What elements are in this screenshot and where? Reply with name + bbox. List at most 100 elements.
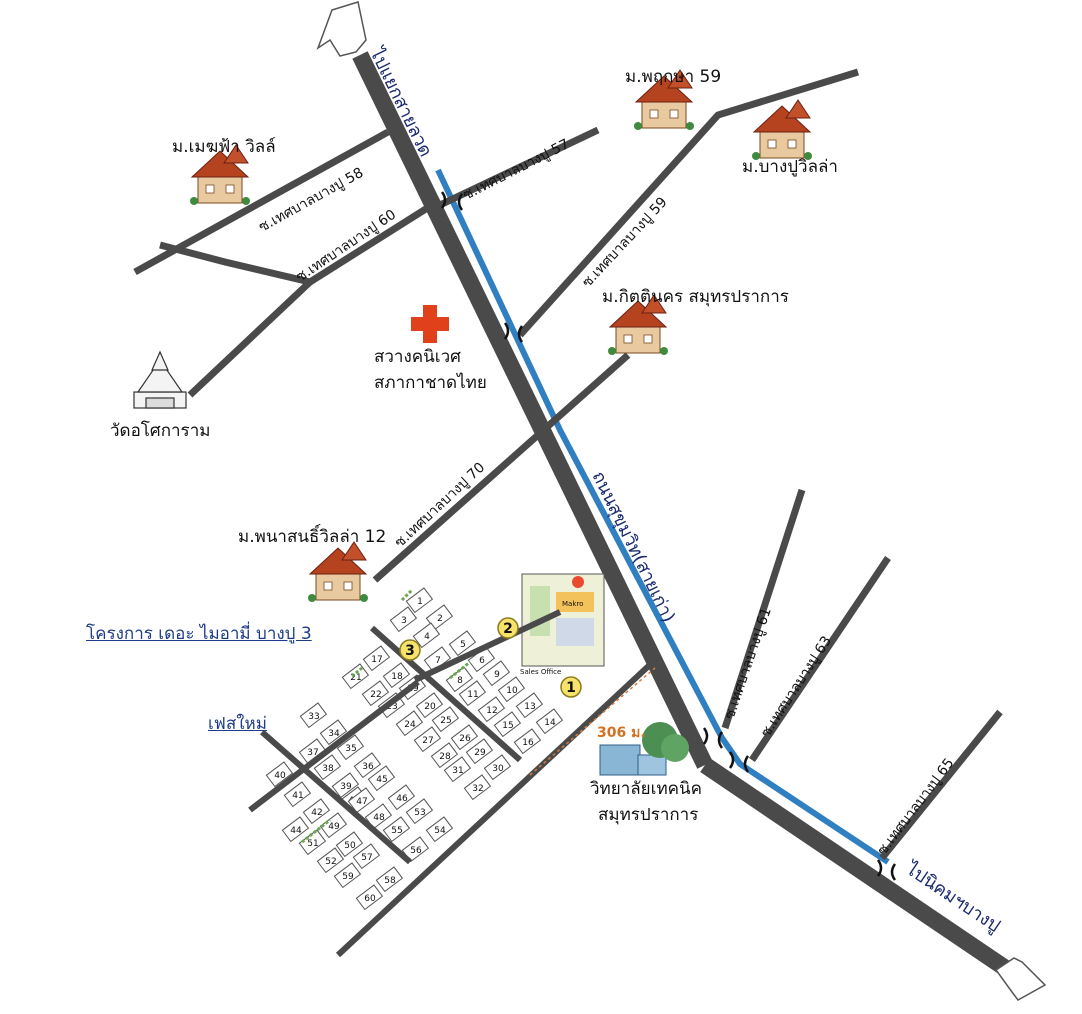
hospital-cross-icon [411,305,449,343]
plot-1[interactable]: 1 [405,587,434,614]
hospital-label-line2: สภากาชาดไทย [374,372,487,393]
plot-40[interactable]: 40 [265,761,294,788]
landmark-bangpu-villa-label: ม.บางปูวิลล่า [742,157,838,177]
plot-number: 54 [434,826,446,836]
plot-47[interactable]: 47 [347,787,376,814]
svg-text:2: 2 [503,621,513,637]
soi-59-label: ซ.เทศบาลบางปู 59 [579,194,670,290]
plot-number: 30 [492,764,504,774]
plot-29[interactable]: 29 [465,738,494,765]
plot-number: 18 [391,672,403,682]
plot-number: 5 [460,640,466,650]
plot-9[interactable]: 9 [482,660,511,687]
plot-42[interactable]: 42 [302,798,331,825]
plot-number: 53 [414,808,425,818]
plot-14[interactable]: 14 [535,708,564,735]
plot-21[interactable]: 21 [341,663,370,690]
plot-number: 26 [459,734,471,744]
plot-11[interactable]: 11 [458,680,487,707]
plot-number: 15 [502,721,513,731]
plot-number: 4 [424,632,430,642]
plot-39[interactable]: 39 [331,772,360,799]
college-label-line2: สมุทรปราการ [598,805,698,825]
plot-number: 38 [322,764,334,774]
marker-2[interactable]: 2 [497,617,519,639]
plot-number: 51 [307,839,318,849]
plot-22[interactable]: 22 [361,680,390,707]
plot-55[interactable]: 55 [382,816,411,843]
plot-number: 8 [457,676,463,686]
plot-25[interactable]: 25 [431,706,460,733]
soi-61-label: ซ.เทศบาลบางปู 61 [722,606,775,722]
marker-3[interactable]: 3 [399,639,421,661]
plot-24[interactable]: 24 [395,710,424,737]
plot-number: 6 [479,656,485,666]
plot-15[interactable]: 15 [493,711,522,738]
plot-number: 45 [376,775,387,785]
plot-51[interactable]: 51 [298,829,327,856]
plot-5[interactable]: 5 [448,630,477,657]
plot-3[interactable]: 3 [389,606,418,633]
marker-1[interactable]: 1 [560,676,582,698]
landmark-pruksa-label: ม.พฤกษา 59 [625,67,721,87]
plot-18[interactable]: 18 [382,662,411,689]
plot-10[interactable]: 10 [497,676,526,703]
plot-number: 39 [340,782,352,792]
plot-4[interactable]: 4 [412,622,441,649]
plot-13[interactable]: 13 [515,692,544,719]
plot-60[interactable]: 60 [355,884,384,911]
plot-32[interactable]: 32 [463,774,492,801]
plot-46[interactable]: 46 [387,784,416,811]
plot-41[interactable]: 41 [283,781,312,808]
plot-number: 12 [486,706,497,716]
house-icon [751,99,813,161]
plot-number: 1 [417,597,423,607]
plot-33[interactable]: 33 [299,702,328,729]
plot-number: 32 [472,784,483,794]
plot-17[interactable]: 17 [362,645,391,672]
soi-57-road [438,126,600,209]
plot-36[interactable]: 36 [353,752,382,779]
plot-44[interactable]: 44 [281,816,310,843]
plot-number: 17 [371,655,382,665]
plot-28[interactable]: 28 [430,742,459,769]
arrow-south-icon [994,957,1047,1001]
plot-30[interactable]: 30 [483,754,512,781]
plot-number: 33 [308,712,319,722]
arrow-north-icon [316,1,367,57]
plot-50[interactable]: 50 [335,831,364,858]
plot-57[interactable]: 57 [352,843,381,870]
house-icon [307,541,369,603]
plot-59[interactable]: 59 [333,862,362,889]
landmark-kittinakorn-label: ม.กิตตินคร สมุทรปราการ [602,287,789,307]
plot-number: 3 [401,616,407,626]
plot-45[interactable]: 45 [367,765,396,792]
plot-53[interactable]: 53 [405,798,434,825]
soi-61-road [721,488,806,730]
college-building-icon [599,722,689,776]
plot-16[interactable]: 16 [513,728,542,755]
soi-63-road [749,556,891,762]
plot-27[interactable]: 27 [413,726,442,753]
plot-grid-roads [248,609,562,865]
plot-34[interactable]: 34 [319,719,348,746]
landmark-panason-label: ม.พนาสนธิ์วิลล่า 12 [238,524,386,547]
plot-number: 14 [544,718,556,728]
plot-31[interactable]: 31 [443,756,472,783]
plot-26[interactable]: 26 [450,724,479,751]
plot-number: 11 [467,690,478,700]
plot-52[interactable]: 52 [316,847,345,874]
plot-number: 42 [311,808,322,818]
plot-12[interactable]: 12 [477,696,506,723]
plot-number: 21 [350,673,361,683]
plot-number: 58 [384,876,396,886]
plot-58[interactable]: 58 [375,866,404,893]
plot-54[interactable]: 54 [425,816,454,843]
plot-number: 2 [437,614,443,624]
plot-35[interactable]: 35 [336,734,365,761]
plot-number: 28 [439,752,451,762]
hospital-label-line1: สวางคนิเวศ [374,347,461,367]
plot-38[interactable]: 38 [313,754,342,781]
plot-20[interactable]: 20 [415,692,444,719]
